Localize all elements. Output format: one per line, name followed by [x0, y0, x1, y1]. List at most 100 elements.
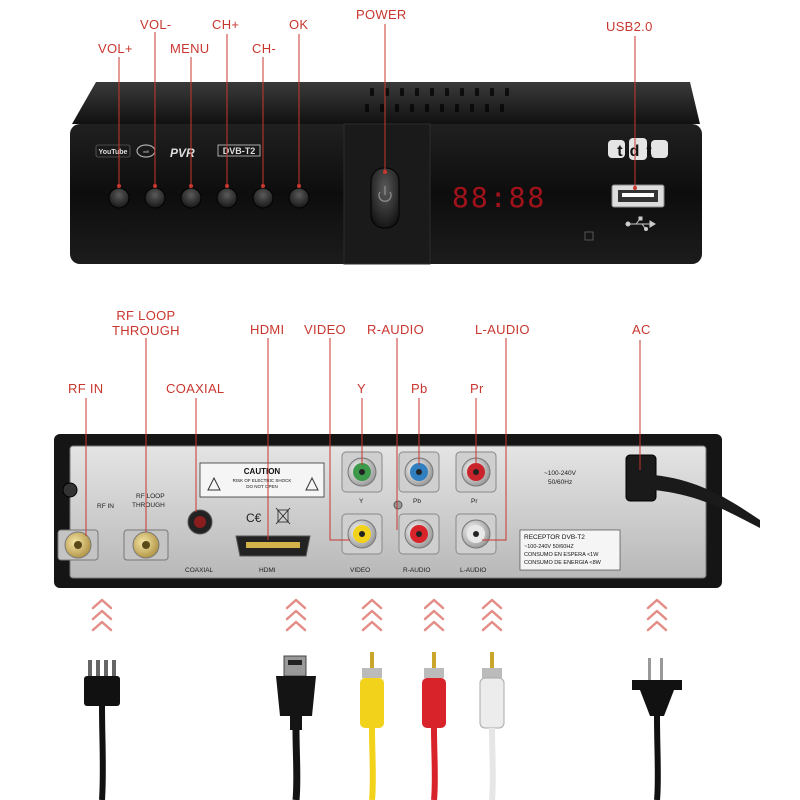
tdt-brand-text: tdt — [617, 143, 658, 160]
label-y: Y — [357, 381, 366, 396]
chevron-up-icon — [91, 598, 113, 610]
label-hdmi: HDMI — [250, 322, 285, 337]
spec-line2: CONSUMO EN ESPERA <1W — [524, 552, 599, 558]
rear-video-text: VIDEO — [350, 567, 370, 574]
power-plug — [632, 658, 682, 800]
chevron-up-icon — [285, 598, 307, 610]
label-ch-minus: CH- — [252, 41, 277, 56]
dvbt2-logo-text: DVB-T2 — [223, 146, 256, 156]
chevron-up-icon — [361, 620, 383, 632]
power-button[interactable] — [370, 167, 400, 229]
caution-line1: RISK OF ELECTRIC SHOCK — [233, 478, 292, 483]
wifi-icon-text: wifi — [143, 149, 149, 154]
chevron-up-icon — [646, 620, 668, 632]
front-view: YouTube wifi PVR DVB-T2 88:88 — [70, 82, 702, 265]
ce-mark: C€ — [246, 511, 262, 525]
spec-title: RECEPTOR DVB-T2 — [524, 534, 585, 541]
hdmi-port[interactable] — [235, 535, 311, 557]
vol-plus-button[interactable] — [108, 187, 130, 209]
rear-hdmi-text: HDMI — [259, 567, 276, 574]
r-audio-port[interactable] — [398, 513, 440, 555]
white-rca — [479, 652, 505, 800]
usb-port[interactable] — [611, 184, 665, 208]
chevron-up-icon — [423, 598, 445, 610]
label-rf-in: RF IN — [68, 381, 104, 396]
chevron-up-icon — [361, 609, 383, 621]
label-coaxial: COAXIAL — [166, 381, 225, 396]
screw-icon — [62, 482, 78, 498]
rear-rf-loop-line1: RF LOOP — [136, 493, 165, 500]
video-port[interactable] — [341, 513, 383, 555]
spec-line1: ~100-240V 50/60HZ — [524, 544, 574, 550]
chevron-arrows — [91, 598, 668, 632]
antenna-cable — [84, 660, 120, 800]
label-rf-loop: RF LOOP THROUGH — [112, 308, 180, 338]
spec-label: RECEPTOR DVB-T2 ~100-240V 50/60HZ CONSUM… — [519, 529, 621, 571]
power-rating-line2: 50/60Hz — [548, 479, 572, 486]
rf-in-port[interactable] — [57, 529, 99, 561]
menu-button[interactable] — [180, 187, 202, 209]
chevron-up-icon — [285, 609, 307, 621]
chevron-up-icon — [91, 609, 113, 621]
label-pr: Pr — [470, 381, 484, 396]
youtube-logo-text: YouTube — [99, 149, 128, 156]
rear-pointers — [85, 338, 641, 541]
label-vol-plus: VOL+ — [98, 41, 133, 56]
front-pointers — [117, 24, 637, 190]
y-port[interactable] — [341, 451, 383, 493]
rear-pr-text: Pr — [471, 498, 478, 505]
front-buttons — [108, 187, 310, 209]
usb-icon — [625, 216, 656, 231]
caution-title: CAUTION — [244, 467, 281, 476]
rear-r-audio-text: R-AUDIO — [403, 567, 430, 574]
chevron-up-icon — [285, 620, 307, 632]
vol-minus-button[interactable] — [144, 187, 166, 209]
rear-view: CAUTION RISK OF ELECTRIC SHOCK DO NOT OP… — [54, 434, 760, 588]
chevron-up-icon — [423, 609, 445, 621]
rear-pb-text: Pb — [413, 498, 421, 505]
pb-port[interactable] — [398, 451, 440, 493]
red-rca — [422, 652, 446, 800]
power-icon — [378, 191, 392, 202]
label-pb: Pb — [411, 381, 428, 396]
label-l-audio: L-AUDIO — [475, 322, 530, 337]
label-vol-minus: VOL- — [140, 17, 172, 32]
youtube-logo: YouTube — [95, 144, 131, 158]
spec-line3: CONSUMO DE ENERGIA <8W — [524, 560, 602, 566]
yellow-rca — [360, 652, 384, 800]
led-display: 88:88 — [452, 181, 546, 214]
tdt-brand-logo: tdt — [608, 138, 668, 160]
label-r-audio: R-AUDIO — [367, 322, 424, 337]
hdmi-cable — [276, 655, 316, 800]
rear-y-text: Y — [359, 498, 364, 505]
label-menu: MENU — [170, 41, 210, 56]
label-power: POWER — [356, 7, 407, 22]
chevron-up-icon — [646, 609, 668, 621]
label-video: VIDEO — [304, 322, 346, 337]
ch-minus-button[interactable] — [252, 187, 274, 209]
label-ok: OK — [289, 17, 309, 32]
rf-loop-port[interactable] — [123, 529, 169, 561]
weee-bin-icon — [275, 507, 291, 525]
chevron-up-icon — [481, 620, 503, 632]
coaxial-port[interactable] — [187, 509, 213, 535]
chevron-up-icon — [423, 620, 445, 632]
power-rating-line1: ~100-240V — [544, 470, 577, 477]
chevron-up-icon — [91, 620, 113, 632]
chevron-up-icon — [646, 598, 668, 610]
ok-button[interactable] — [288, 187, 310, 209]
label-ac: AC — [632, 322, 651, 337]
chevron-up-icon — [361, 598, 383, 610]
chevron-up-icon — [481, 598, 503, 610]
caution-line2: DO NOT OPEN — [246, 484, 277, 489]
ch-plus-button[interactable] — [216, 187, 238, 209]
l-audio-port[interactable] — [455, 513, 497, 555]
label-usb: USB2.0 — [606, 19, 653, 34]
ac-power-cord — [625, 454, 760, 528]
caution-label: CAUTION RISK OF ELECTRIC SHOCK DO NOT OP… — [199, 462, 325, 498]
pvr-logo: PVR — [170, 146, 195, 160]
chevron-up-icon — [481, 609, 503, 621]
rear-rf-loop-line2: THROUGH — [132, 502, 165, 509]
rear-l-audio-text: L-AUDIO — [460, 567, 486, 574]
